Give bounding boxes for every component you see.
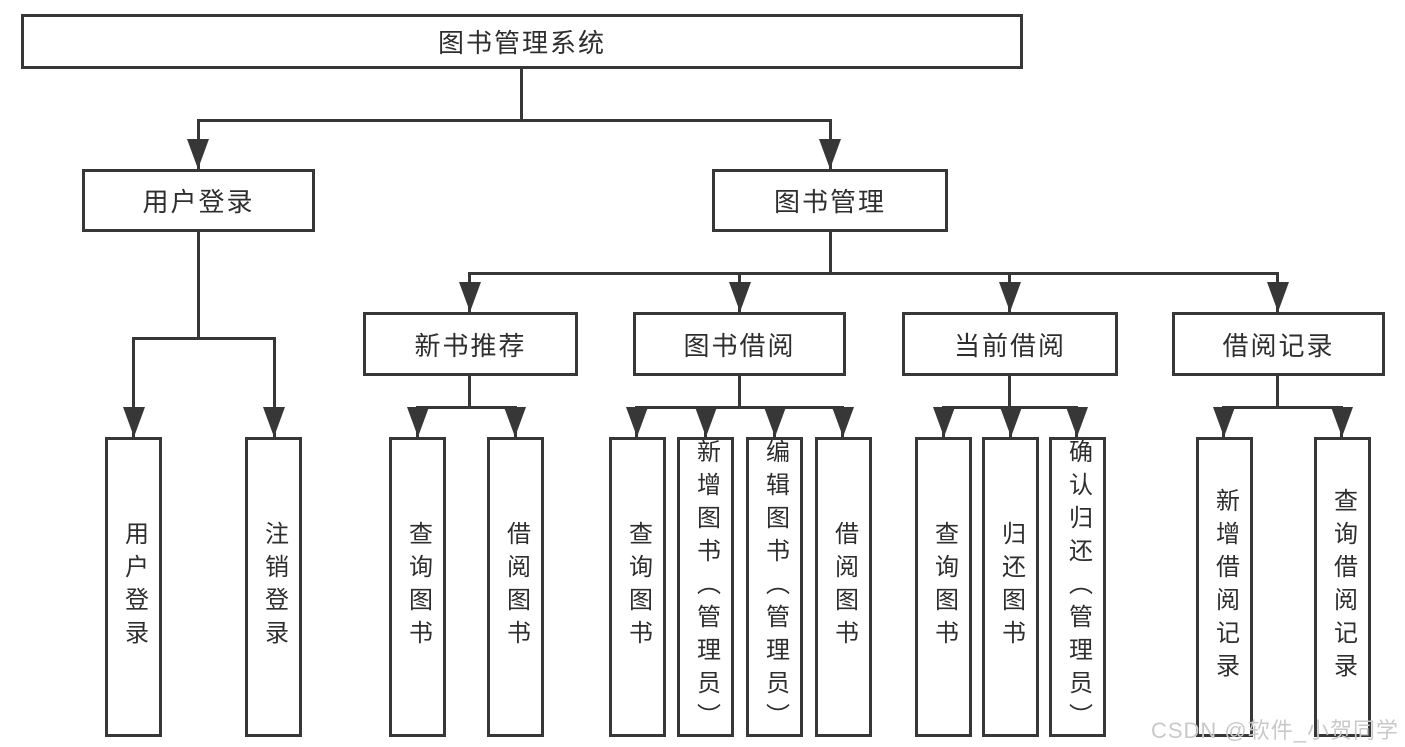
node-leaf-query-borrow-record: 查询借阅记录 — [1314, 437, 1371, 737]
node-new-book-recommend-label: 新书推荐 — [414, 330, 527, 361]
connector-line — [132, 337, 135, 437]
arrow-down-icon — [729, 282, 751, 312]
node-book-management: 图书管理 — [712, 169, 948, 232]
arrow-down-icon — [832, 407, 854, 437]
node-current-borrow-label: 当前借阅 — [953, 330, 1066, 361]
arrow-down-icon — [933, 407, 955, 437]
arrow-down-icon — [1213, 407, 1235, 437]
node-leaf-return-books: 归还图书 — [982, 437, 1039, 737]
arrow-down-icon — [999, 282, 1021, 312]
arrow-down-icon — [764, 407, 786, 437]
arrow-down-icon — [263, 407, 285, 437]
connector-line — [829, 232, 832, 272]
arrow-down-icon — [459, 282, 481, 312]
node-root-label: 图书管理系统 — [437, 28, 606, 58]
connector-line — [197, 232, 200, 337]
node-borrow-records-label: 借阅记录 — [1222, 330, 1335, 361]
node-leaf-user-login-label: 用户登录 — [120, 521, 148, 653]
node-leaf-query-books-recommend: 查询图书 — [389, 437, 446, 737]
connector-line — [273, 337, 276, 437]
node-book-borrow: 图书借阅 — [633, 312, 846, 376]
node-book-management-label: 图书管理 — [773, 187, 886, 217]
node-leaf-borrow-books-label: 借阅图书 — [830, 521, 858, 653]
arrow-down-icon — [626, 407, 648, 437]
connector-line — [416, 406, 517, 409]
node-leaf-query-books-recommend-label: 查询图书 — [404, 521, 432, 653]
node-new-book-recommend: 新书推荐 — [363, 312, 578, 376]
node-leaf-query-books-borrow: 查询图书 — [609, 437, 666, 737]
node-leaf-query-books-current-label: 查询图书 — [930, 521, 958, 653]
arrow-down-icon — [1066, 407, 1088, 437]
arrow-down-icon — [1267, 282, 1289, 312]
node-current-borrow: 当前借阅 — [902, 312, 1118, 376]
connector-line — [132, 337, 276, 340]
node-borrow-records: 借阅记录 — [1172, 312, 1385, 376]
node-leaf-borrow-books-recommend: 借阅图书 — [487, 437, 544, 737]
arrow-down-icon — [123, 407, 145, 437]
node-leaf-borrow-books: 借阅图书 — [815, 437, 872, 737]
node-user-login-label: 用户登录 — [142, 187, 255, 217]
node-leaf-add-books-admin: 新增图书（管理员） — [677, 437, 734, 737]
connector-line — [738, 376, 741, 406]
connector-line — [468, 376, 471, 406]
node-leaf-add-borrow-record-label: 新增借阅记录 — [1211, 488, 1239, 686]
connector-line — [1008, 376, 1011, 406]
node-leaf-user-login: 用户登录 — [105, 437, 162, 737]
connector-line — [468, 272, 1279, 275]
arrow-down-icon — [1331, 407, 1353, 437]
node-leaf-edit-books-admin: 编辑图书（管理员） — [746, 437, 803, 737]
arrow-down-icon — [407, 407, 429, 437]
connector-line — [635, 406, 844, 409]
node-leaf-query-borrow-record-label: 查询借阅记录 — [1329, 488, 1357, 686]
node-leaf-confirm-return-admin-label: 确认归还（管理员） — [1064, 438, 1092, 736]
connector-line — [1276, 376, 1279, 406]
node-leaf-logout: 注销登录 — [245, 437, 302, 737]
node-leaf-return-books-label: 归还图书 — [997, 521, 1025, 653]
node-leaf-query-books-borrow-label: 查询图书 — [624, 521, 652, 653]
node-leaf-query-books-current: 查询图书 — [915, 437, 972, 737]
arrow-down-icon — [1000, 407, 1022, 437]
connector-line — [520, 69, 523, 119]
arrow-down-icon — [187, 139, 209, 169]
csdn-watermark: CSDN @软件_小贺同学 — [1150, 718, 1399, 743]
connector-line — [1222, 406, 1343, 409]
connector-line — [197, 119, 832, 122]
node-leaf-borrow-books-recommend-label: 借阅图书 — [502, 521, 530, 653]
node-root: 图书管理系统 — [21, 14, 1023, 69]
node-user-login: 用户登录 — [82, 169, 315, 232]
node-leaf-add-books-admin-label: 新增图书（管理员） — [692, 438, 720, 736]
node-leaf-confirm-return-admin: 确认归还（管理员） — [1049, 437, 1106, 737]
arrow-down-icon — [695, 407, 717, 437]
node-leaf-logout-label: 注销登录 — [260, 521, 288, 653]
node-book-borrow-label: 图书借阅 — [683, 330, 796, 361]
arrow-down-icon — [504, 407, 526, 437]
node-leaf-edit-books-admin-label: 编辑图书（管理员） — [761, 438, 789, 736]
arrow-down-icon — [819, 139, 841, 169]
node-leaf-add-borrow-record: 新增借阅记录 — [1196, 437, 1253, 737]
